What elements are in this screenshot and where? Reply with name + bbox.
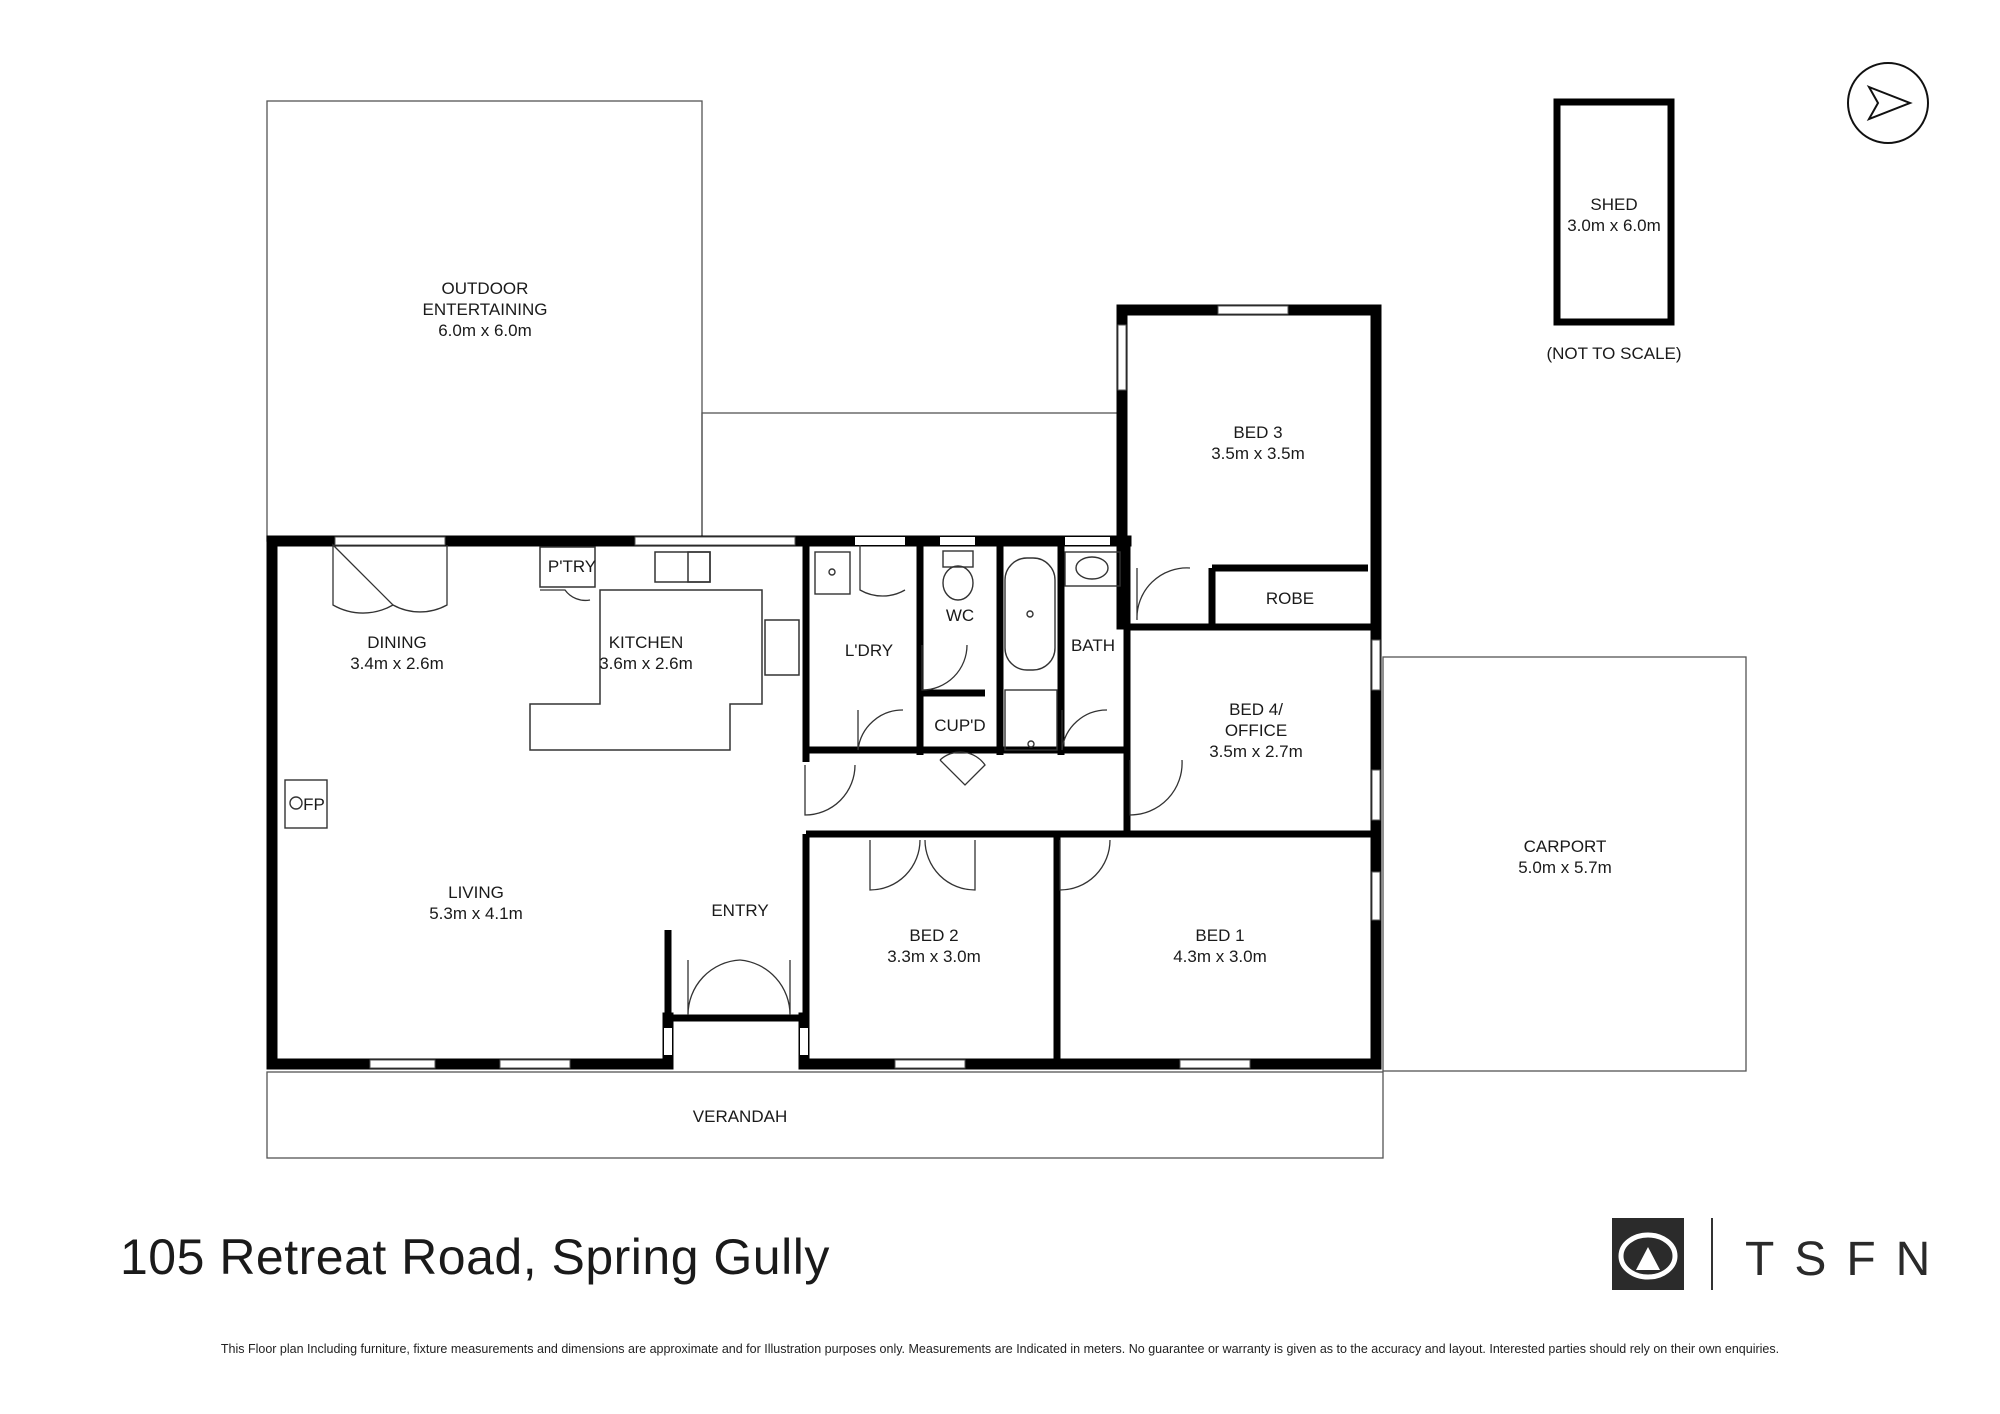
laundry-name: L'DRY [845, 641, 893, 660]
bed3-name: BED 3 [1233, 423, 1282, 442]
kitchen-benches [529, 546, 800, 751]
outdoor-name-line1: OUTDOOR [442, 279, 529, 298]
shed-note: (NOT TO SCALE) [1546, 344, 1681, 363]
vanity [1064, 551, 1121, 587]
shed-size: 3.0m x 6.0m [1567, 216, 1661, 235]
door-swings [332, 543, 1191, 1016]
entry-name: ENTRY [711, 901, 768, 920]
west-wall [266, 535, 674, 1070]
shower [1004, 689, 1058, 751]
toilet [942, 550, 974, 568]
bed4-name-line2: OFFICE [1225, 721, 1287, 740]
wc-name: WC [946, 606, 974, 625]
carport-size: 5.0m x 5.7m [1518, 858, 1612, 877]
bed1-size: 4.3m x 3.0m [1173, 947, 1267, 966]
living-name: LIVING [448, 883, 504, 902]
dining-size: 3.4m x 2.6m [350, 654, 444, 673]
carport-area [1382, 656, 1747, 1072]
bed2-size: 3.3m x 3.0m [887, 947, 981, 966]
fireplace [284, 779, 328, 829]
kitchen-size: 3.6m x 2.6m [599, 654, 693, 673]
dining-name: DINING [367, 633, 427, 652]
laundry-tub [814, 551, 851, 595]
bed1-name: BED 1 [1195, 926, 1244, 945]
outdoor-name-line2: ENTERTAINING [423, 300, 548, 319]
bed3-wall [1116, 304, 1382, 634]
north-arrow-icon [1847, 62, 1929, 144]
carport-name: CARPORT [1524, 837, 1607, 856]
living-size: 5.3m x 4.1m [429, 904, 523, 923]
verandah-area [266, 1071, 1384, 1159]
kitchen-name: KITCHEN [609, 633, 684, 652]
property-address: 105 Retreat Road, Spring Gully [120, 1229, 830, 1285]
pantry-name: P'TRY [548, 557, 596, 576]
brand-name: TSFN [1745, 1233, 1951, 1286]
bed4-name-line1: BED 4/ [1229, 700, 1283, 719]
rear-link-area [701, 412, 1123, 542]
east-wall [798, 622, 1382, 1070]
disclaimer-text: This Floor plan Including furniture, fix… [220, 1342, 1780, 1356]
window-frames [334, 305, 1381, 1069]
fixtures [284, 550, 1121, 829]
outdoor-areas [266, 100, 1747, 1159]
interior-walls [664, 541, 1376, 1064]
bathtub [1004, 557, 1056, 671]
verandah-name: VERANDAH [693, 1107, 787, 1126]
outdoor-size: 6.0m x 6.0m [438, 321, 532, 340]
shed-name: SHED [1590, 195, 1637, 214]
robe-name: ROBE [1266, 589, 1314, 608]
bed4-size: 3.5m x 2.7m [1209, 742, 1303, 761]
bed3-size: 3.5m x 3.5m [1211, 444, 1305, 463]
brand-logo-icon [1612, 1218, 1713, 1290]
fireplace-label: FP [303, 795, 325, 814]
bath-name: BATH [1071, 636, 1115, 655]
windows [335, 306, 1380, 1068]
shed-outline [1553, 98, 1675, 326]
bed2-name: BED 2 [909, 926, 958, 945]
cupboard-name: CUP'D [934, 716, 985, 735]
